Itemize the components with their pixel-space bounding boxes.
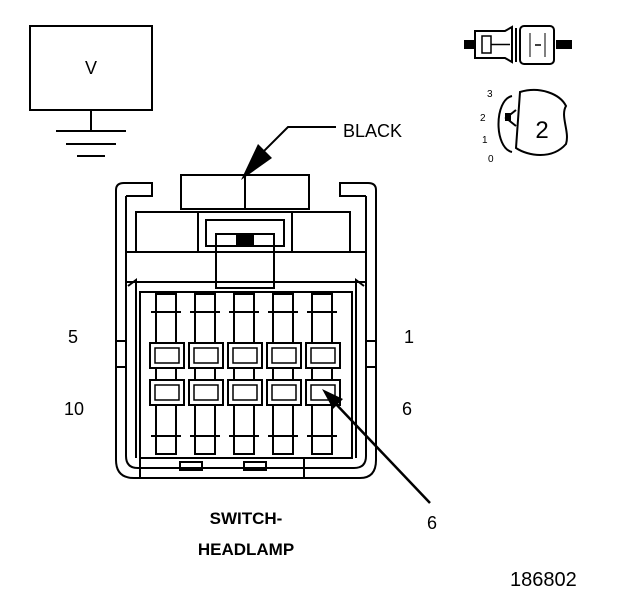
connector-body (115, 174, 377, 479)
position-label-2: 2 (480, 113, 486, 124)
terminal-probe-icon (464, 25, 572, 65)
pin-label-1: 1 (404, 327, 414, 347)
callout-pin-number: 6 (427, 513, 437, 533)
wire-color-label: BLACK (343, 121, 402, 141)
cavity-row-top (149, 342, 341, 369)
selector-switch-icon: 3 2 1 0 2 (480, 88, 568, 165)
pin-columns (151, 293, 337, 455)
connector-name-line2: HEADLAMP (198, 540, 294, 559)
connector-name-line1: SWITCH- (210, 509, 283, 528)
voltmeter: V (29, 25, 153, 157)
pin-callout-arrow: 6 (322, 389, 437, 533)
selected-position: 2 (535, 117, 548, 144)
ground-icon (56, 110, 126, 157)
pin-label-6: 6 (402, 399, 412, 419)
wire-color-callout: BLACK (241, 121, 402, 180)
pin-label-10: 10 (64, 399, 84, 419)
position-label-3: 3 (487, 89, 493, 100)
figure-number: 186802 (510, 569, 577, 591)
pin-label-5: 5 (68, 327, 78, 347)
cavity-row-bottom (149, 379, 341, 406)
bottom-tabs (139, 458, 305, 478)
position-label-1: 1 (482, 135, 488, 146)
voltmeter-label: V (85, 58, 97, 78)
position-label-0: 0 (488, 154, 494, 165)
